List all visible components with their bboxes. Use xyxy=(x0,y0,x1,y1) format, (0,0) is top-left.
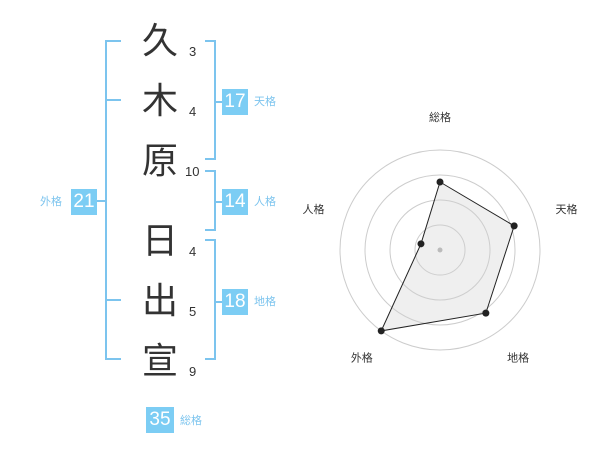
radar-ring-1 xyxy=(414,224,466,276)
chikaku-label: 地格 xyxy=(254,295,276,308)
radar-polygon xyxy=(380,181,515,332)
chikaku-value-badge: 18 xyxy=(222,289,248,315)
stroke-count-3: 10 xyxy=(185,164,200,179)
stroke-count-1: 3 xyxy=(189,44,197,59)
radar-axis-label-1: 総格 xyxy=(429,110,451,124)
name-char-1: 久 xyxy=(141,21,178,62)
radar-point-5 xyxy=(417,240,425,248)
name-char-2: 木 xyxy=(141,81,178,122)
radar-axis-label-2: 天格 xyxy=(555,202,577,216)
soukaku-label: 総格 xyxy=(180,414,202,427)
gaikaku-label: 外格 xyxy=(40,195,62,208)
radar-axis-label-5: 人格 xyxy=(303,202,325,216)
name-char-3: 原 xyxy=(141,141,178,182)
stroke-count-6: 9 xyxy=(189,364,197,379)
stroke-count-4: 4 xyxy=(189,244,197,259)
radar-point-4 xyxy=(377,327,385,335)
radar-axis-label-4: 外格 xyxy=(351,351,373,365)
radar-ring-2 xyxy=(389,199,491,301)
name-char-4: 日 xyxy=(141,221,178,262)
radar-axis-label-3: 地格 xyxy=(507,351,529,365)
radar-point-2 xyxy=(510,222,518,230)
radar-point-1 xyxy=(436,178,444,186)
gaikaku-value-badge: 21 xyxy=(71,189,97,215)
radar-point-3 xyxy=(482,309,490,317)
chikaku-bracket xyxy=(205,239,216,360)
jinkaku-value-badge: 14 xyxy=(222,189,248,215)
tenkaku-label: 天格 xyxy=(254,95,276,108)
tenkaku-bracket xyxy=(205,40,216,160)
stroke-count-2: 4 xyxy=(189,104,197,119)
name-char-6: 宣 xyxy=(141,341,178,382)
stroke-count-5: 5 xyxy=(189,304,197,319)
radar-ring-3 xyxy=(364,174,516,326)
tenkaku-value-badge: 17 xyxy=(222,89,248,115)
radar-center-dot xyxy=(437,247,443,253)
jinkaku-label: 人格 xyxy=(254,195,276,208)
radar-ring-4 xyxy=(339,149,541,351)
jinkaku-bracket xyxy=(205,170,216,231)
soukaku-value-badge: 35 xyxy=(146,407,174,433)
name-char-5: 出 xyxy=(141,281,178,322)
